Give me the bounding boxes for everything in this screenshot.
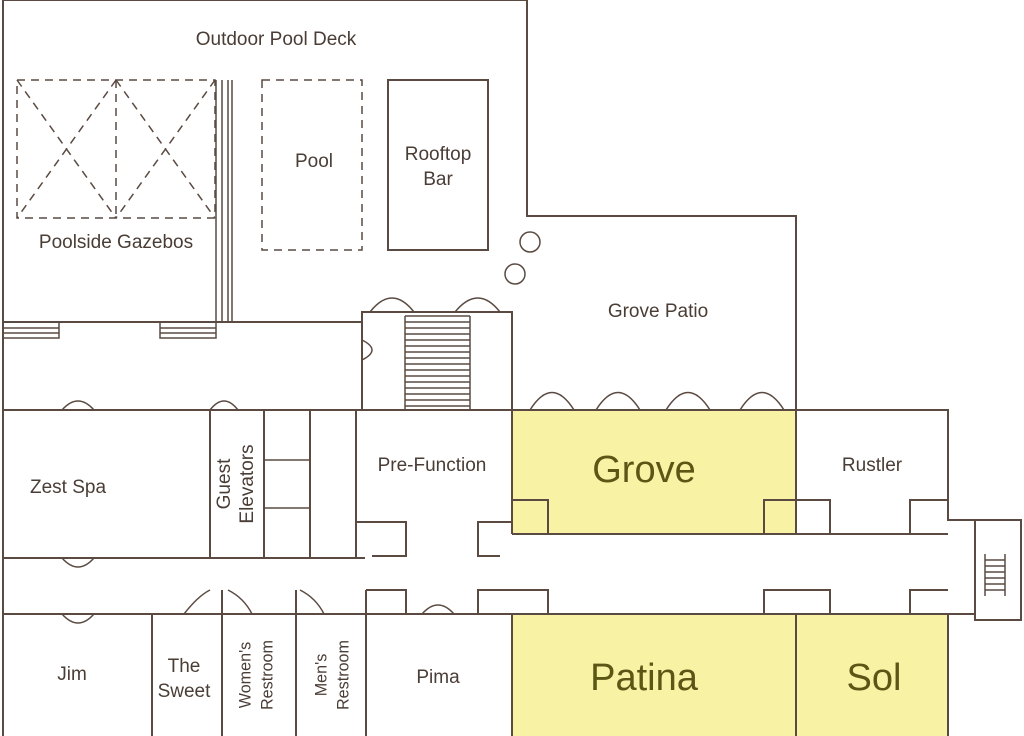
- rooftop-bar-label-line1: Rooftop: [405, 144, 472, 165]
- pre-function-label: Pre-Function: [378, 455, 487, 476]
- womens-restroom-label-line2: Restroom: [258, 640, 276, 710]
- rooftop-bar-outline: [387, 79, 489, 251]
- right-stairs-icon: [984, 554, 1006, 596]
- the-sweet-label-line2: Sweet: [158, 681, 212, 702]
- door-icons: [61, 297, 785, 624]
- patina-highlight[interactable]: [512, 614, 796, 736]
- the-sweet-label-line1: The: [168, 656, 201, 677]
- stairs-icon: [361, 311, 513, 411]
- sol-label[interactable]: Sol: [847, 657, 902, 699]
- rustler-label: Rustler: [842, 455, 903, 476]
- jim-label: Jim: [57, 664, 87, 685]
- womens-restroom-label-line1: Women's: [236, 642, 254, 708]
- gazebo-icon: [16, 79, 216, 219]
- outdoor-pool-deck-label: Outdoor Pool Deck: [196, 29, 357, 50]
- guest-elevators-label-line1: Guest: [214, 458, 235, 509]
- sol-highlight[interactable]: [796, 614, 948, 736]
- pool-outline: [261, 79, 363, 251]
- plant-icon: [504, 263, 526, 285]
- pool-label: Pool: [295, 151, 333, 172]
- grove-patio-label: Grove Patio: [608, 301, 708, 322]
- pima-label: Pima: [416, 667, 460, 688]
- patina-label[interactable]: Patina: [590, 657, 699, 699]
- zest-spa-label: Zest Spa: [30, 477, 106, 498]
- rooftop-bar-label-line2: Bar: [423, 169, 453, 190]
- grove-label[interactable]: Grove: [592, 449, 695, 491]
- guest-elevators-label-line2: Elevators: [237, 444, 258, 523]
- mens-restroom-label-line2: Restroom: [334, 640, 352, 710]
- plant-icon: [519, 231, 541, 253]
- poolside-gazebos-label: Poolside Gazebos: [39, 232, 193, 253]
- grove-highlight[interactable]: [512, 410, 796, 534]
- railing: [2, 80, 233, 339]
- mens-restroom-label-line1: Men's: [312, 654, 330, 697]
